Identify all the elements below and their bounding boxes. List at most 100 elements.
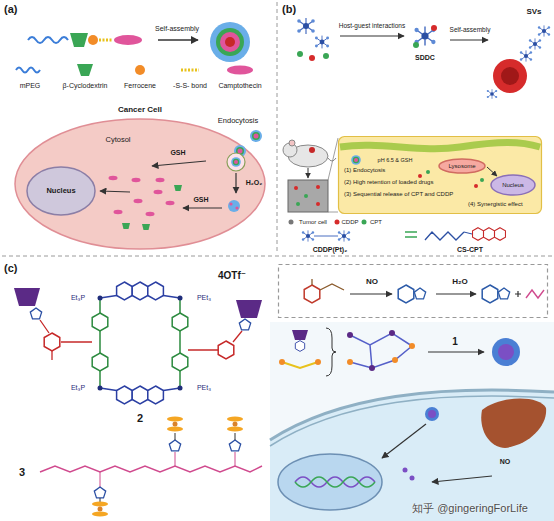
reaction-scheme <box>398 285 414 303</box>
drug-molecules <box>297 51 303 57</box>
vesicle <box>487 89 498 99</box>
reagent-label: NO <box>500 458 511 466</box>
polymer-structure <box>100 498 101 502</box>
polymer-structure <box>167 417 183 422</box>
compound-label: SDDC <box>415 54 435 62</box>
tumor-block <box>316 202 320 206</box>
arrow-label: Host-guest interactions <box>339 22 405 29</box>
assembly-scheme <box>279 328 520 376</box>
nucleus-shape <box>491 175 535 195</box>
drug-molecules <box>309 55 315 61</box>
cell-interior <box>481 398 546 448</box>
legend-note: CDDP <box>341 219 358 226</box>
cell-background <box>270 322 554 521</box>
mouse <box>309 147 315 153</box>
nucleus-shape: Nucleus <box>26 166 96 216</box>
cell-interior <box>146 212 155 216</box>
tumor-block <box>304 194 308 198</box>
panel-divider <box>2 256 552 257</box>
metallacycle <box>132 282 148 300</box>
cell-interior <box>278 454 382 510</box>
cddp-structure <box>302 230 350 241</box>
metallacycle <box>117 282 133 300</box>
condition-label: pH 6.5 & GSH <box>378 157 413 163</box>
assembly-scheme <box>392 357 398 363</box>
legend-text: β-Cyclodextrin <box>63 82 108 90</box>
vesicle <box>493 59 527 93</box>
reaction-box <box>279 265 548 318</box>
metallacycle <box>172 313 188 331</box>
inset-art <box>474 184 478 188</box>
cell-interior <box>382 424 426 458</box>
cs-cpt-structure <box>473 228 484 241</box>
legend-sample <box>181 69 199 72</box>
cell-interior <box>228 200 240 212</box>
metallacycle <box>61 341 92 343</box>
inset-art <box>351 155 361 165</box>
reaction-scheme <box>526 290 544 298</box>
compound-number: 2 <box>137 412 143 425</box>
drug-molecules <box>315 36 329 49</box>
reaction-box: NOH₂O <box>278 264 548 318</box>
panel-divider <box>2 2 552 256</box>
cell-interior <box>295 477 375 487</box>
cell-interior <box>134 199 143 203</box>
polymer-structure <box>98 507 103 512</box>
legend-sample <box>16 68 40 73</box>
legend-text: Camptothecin <box>218 82 261 90</box>
reaction-scheme <box>414 288 425 299</box>
cell-interior <box>229 202 232 205</box>
process-label: Endocytosis <box>218 117 258 126</box>
polymer-structure <box>173 422 178 427</box>
inset-art <box>418 174 422 178</box>
counterion-label: 4OTf⁻ <box>218 270 246 282</box>
micelle <box>220 32 240 52</box>
legend-dot <box>289 220 294 225</box>
metallacycle <box>92 313 108 331</box>
cell-interior <box>114 210 123 214</box>
legend-sample <box>77 64 93 76</box>
metallacycle <box>117 386 133 404</box>
metallacycle <box>14 288 40 306</box>
cs-cpt-structure <box>495 228 506 241</box>
cell-interior <box>403 468 408 473</box>
compound-label: CS-CPT <box>457 246 483 254</box>
legend-text: Ferrocene <box>124 82 156 90</box>
metallacycle <box>14 282 262 404</box>
assembly-scheme <box>279 359 285 365</box>
assembly-scheme <box>326 328 336 376</box>
cell-interior <box>227 153 245 171</box>
tumor-block <box>288 180 328 212</box>
vesicle <box>529 38 541 49</box>
prodrug-molecule <box>28 33 142 47</box>
cell-label: Cancer Cell <box>118 105 162 114</box>
panel-label: (a) <box>4 3 17 16</box>
process-arrow <box>450 39 488 40</box>
cell-interior <box>428 410 436 418</box>
assembly-scheme <box>347 359 353 365</box>
polymer-structure <box>40 417 262 517</box>
compound-label: SVs <box>526 7 541 16</box>
prodrug-molecule <box>99 39 112 42</box>
compound-number: 1 <box>452 336 458 348</box>
polymer-structure <box>235 452 236 466</box>
zoom-line <box>328 138 338 212</box>
inset-art <box>426 170 430 174</box>
metallacycle <box>132 386 148 404</box>
reaction-scheme <box>312 279 344 290</box>
assembly-scheme <box>282 362 318 368</box>
assembly-scheme <box>389 330 395 336</box>
cddp-structure <box>338 230 350 241</box>
cs-cpt-structure <box>405 232 417 237</box>
metallacycle <box>178 386 183 391</box>
nucleus-label: Nucleus <box>502 182 524 189</box>
cell-interior <box>295 477 375 487</box>
tumor-block <box>296 202 300 206</box>
compound-number: 3 <box>19 466 25 479</box>
lysosome-shape: Lysosome <box>438 158 486 174</box>
step-text: (4) Synergistic effect <box>468 201 523 208</box>
lysosome-shape <box>439 159 485 173</box>
vesicle <box>520 50 532 61</box>
cell-interior <box>109 176 118 180</box>
assembly-scheme <box>350 333 412 368</box>
